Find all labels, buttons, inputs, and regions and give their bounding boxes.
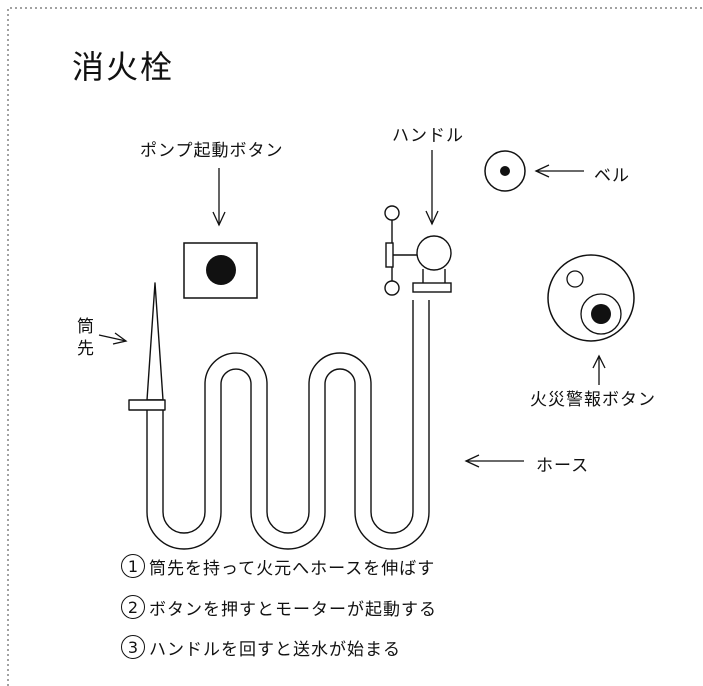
handle-label: ハンドル [392, 126, 464, 146]
step-text: 筒先を持って火元へホースを伸ばす [149, 558, 436, 579]
step-item: 3 ハンドルを回すと送水が始まる [121, 633, 401, 661]
nozzle-label: 筒 先 [77, 316, 94, 360]
step-text: ハンドルを回すと送水が始まる [149, 639, 401, 660]
handle-arrow-icon [425, 150, 439, 226]
pump-button-label: ポンプ起動ボタン [140, 141, 284, 161]
hose-arrow-icon [464, 454, 524, 468]
pump-button-dot [206, 255, 236, 285]
step-number: 3 [121, 635, 145, 659]
alarm-ring [580, 293, 622, 335]
nozzle-label-line1: 筒 [77, 317, 94, 337]
valve [384, 205, 452, 296]
bell-outer [484, 150, 526, 192]
bell-dot [500, 166, 510, 176]
alarm-arrow-icon [592, 354, 606, 385]
alarm-button-dot [591, 304, 611, 324]
hose [146, 300, 430, 550]
nozzle-label-line2: 先 [77, 339, 94, 359]
hose-label: ホース [536, 456, 590, 476]
step-number: 2 [121, 595, 145, 619]
alarm-small-circle [566, 270, 584, 288]
step-item: 1 筒先を持って火元へホースを伸ばす [121, 552, 435, 580]
nozzle [128, 282, 166, 411]
page-title: 消火栓 [72, 48, 175, 86]
step-item: 2 ボタンを押すとモーターが起動する [121, 593, 437, 621]
step-number: 1 [121, 554, 145, 578]
dashed-border [7, 7, 703, 686]
bell-label: ベル [594, 166, 630, 186]
nozzle-arrow-icon [98, 332, 128, 345]
alarm-outer [547, 254, 635, 342]
bell-arrow-icon [534, 164, 584, 178]
step-text: ボタンを押すとモーターが起動する [149, 599, 437, 620]
pump-arrow-icon [212, 168, 226, 227]
alarm-button-label: 火災警報ボタン [530, 390, 656, 410]
pump-button-panel [183, 242, 258, 299]
